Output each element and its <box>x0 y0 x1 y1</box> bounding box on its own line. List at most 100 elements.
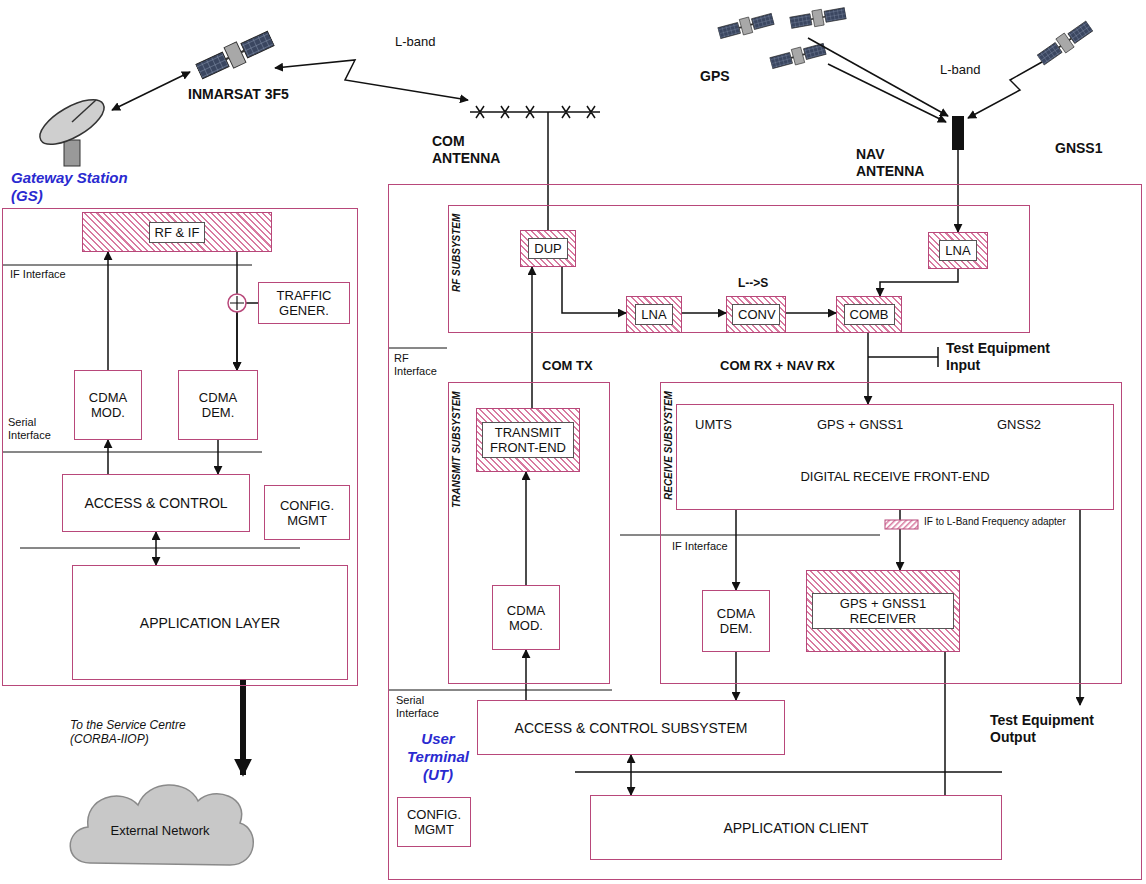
process-box: TRAFFIC GENER. <box>258 282 350 324</box>
adder-symbol <box>230 296 244 310</box>
process-box: CDMA DEM. <box>702 590 770 652</box>
dish-antenna <box>64 140 80 166</box>
rf-box: COMB <box>836 296 902 333</box>
signal-connector <box>107 252 109 370</box>
com-antenna <box>470 106 600 230</box>
interface-line <box>388 690 612 691</box>
test-input-line <box>937 347 939 367</box>
nav-antenna <box>957 150 959 232</box>
signal-connector <box>531 267 533 408</box>
band-column-label: UMTS <box>695 417 732 432</box>
node-text: CONV <box>732 304 780 325</box>
signal-connector <box>237 303 258 370</box>
uplink-arrow <box>112 72 190 110</box>
gps-signal <box>808 38 948 116</box>
adder-symbol <box>228 294 246 312</box>
test-output-arrow <box>1079 510 1081 705</box>
rf-box: RF & IF <box>82 212 272 252</box>
subsystem-label: RECEIVE SUBSYSTEM <box>663 391 675 500</box>
subsystem-box: RF SUBSYSTEMDUPLNALNACONVCOMB <box>448 205 1030 333</box>
com-antenna <box>547 112 549 230</box>
frequency-adapter <box>885 520 918 529</box>
signal-connector <box>899 510 901 570</box>
process-box: APPLICATION CLIENT <box>590 795 1002 860</box>
subsystem-box: RECEIVE SUBSYSTEMUMTSGPS + GNSS1GNSS2DIG… <box>660 382 1122 684</box>
satellite-icon <box>789 5 847 30</box>
l-band-link <box>275 60 468 100</box>
signal-connector <box>682 312 726 314</box>
antenna-name: NAV ANTENNA <box>856 146 938 180</box>
nav-antenna <box>952 116 964 232</box>
signal-connector <box>735 652 737 700</box>
signal-connector <box>107 440 109 474</box>
process-box: APPLICATION LAYER <box>72 565 348 680</box>
network-link-arrow <box>240 680 246 775</box>
antenna-name: COM ANTENNA <box>432 133 512 167</box>
group-heading: User Terminal (UT) <box>397 730 479 784</box>
dish-antenna <box>72 100 96 122</box>
satellite-icon <box>1036 19 1095 67</box>
test-input-line <box>868 347 938 367</box>
node-text: CONFIG. MGMT <box>268 498 346 528</box>
band-label: L-band <box>940 62 1000 78</box>
rf-box: LNA <box>928 232 988 269</box>
com-antenna <box>476 106 595 118</box>
node-text: LNA <box>635 304 672 325</box>
signal-connector <box>880 269 958 296</box>
signal-label: COM RX + NAV RX <box>720 358 850 374</box>
front-end-box: UMTSGPS + GNSS1GNSS2DIGITAL RECEIVE FRON… <box>676 404 1114 510</box>
signal-label: COM TX <box>542 358 612 374</box>
process-box: CDMA MOD. <box>74 370 142 440</box>
node-text: LNA <box>939 240 976 261</box>
node-text: GPS + GNSS1 RECEIVER <box>812 593 954 629</box>
signal-connector <box>217 440 219 474</box>
com-antenna <box>470 111 600 113</box>
signal-connector <box>630 755 632 795</box>
node-text: CONFIG. MGMT <box>401 807 467 837</box>
interface-label: IF Interface <box>10 268 70 281</box>
band-column-label: GNSS2 <box>997 417 1041 432</box>
rf-box: LNA <box>626 296 682 333</box>
signal-connector <box>525 472 527 585</box>
subsystem-label: TRANSMIT SUBSYSTEM <box>451 391 463 508</box>
interface-line <box>388 348 447 349</box>
node-text: CDMA DEM. <box>706 606 766 636</box>
nav-antenna <box>952 116 964 150</box>
signal-connector <box>735 510 737 590</box>
interface-label: Serial Interface <box>8 416 68 442</box>
signal-connector <box>786 312 836 314</box>
conversion-label: L-->S <box>738 276 788 290</box>
test-label: Test Equipment Output <box>990 712 1120 746</box>
rf-box: DUP <box>520 230 576 267</box>
signal-connector <box>562 267 626 313</box>
node-text: TRANSMIT FRONT-END <box>482 422 574 458</box>
interface-label: Serial Interface <box>396 694 456 720</box>
interface-line <box>2 265 252 266</box>
test-label: Test Equipment Input <box>946 340 1076 374</box>
interface-line <box>2 452 262 453</box>
interface-line <box>20 548 300 549</box>
interface-label: RF Interface <box>394 352 446 378</box>
interface-line <box>575 771 1002 773</box>
adder-symbol <box>228 294 246 312</box>
satellite-icon <box>717 11 775 41</box>
satellite-icon <box>194 28 275 82</box>
subsystem-box: TRANSMIT SUBSYSTEM TRANSMIT FRONT-END CDMA… <box>448 382 610 684</box>
node-text: ACCESS & CONTROL <box>84 495 227 511</box>
process-box: CDMA DEM. <box>178 370 258 440</box>
satellite-icon <box>194 5 1094 82</box>
node-text: ACCESS & CONTROL SUBSYSTEM <box>515 720 748 736</box>
process-box: CDMA MOD. <box>492 585 560 650</box>
node-text: External Network <box>111 823 210 838</box>
band-label: L-band <box>395 34 455 50</box>
node-text: DUP <box>528 238 567 259</box>
group-heading: Gateway Station (GS) <box>11 169 151 205</box>
dish-antenna <box>33 91 110 166</box>
process-box: CONFIG. MGMT <box>397 797 471 847</box>
band-column-label: GPS + GNSS1 <box>817 417 903 432</box>
link-note: To the Service Centre (CORBA-IIOP) <box>70 718 190 747</box>
process-box: ACCESS & CONTROL <box>62 474 250 532</box>
interface-line <box>620 535 880 536</box>
interface-label: IF Interface <box>672 540 732 553</box>
network-cloud: External Network <box>60 775 260 875</box>
